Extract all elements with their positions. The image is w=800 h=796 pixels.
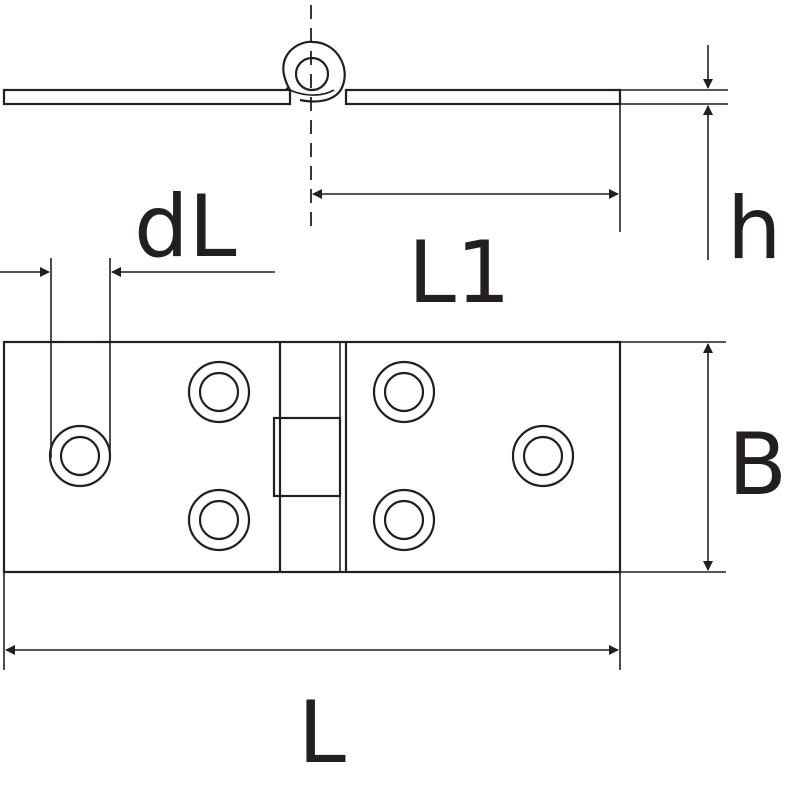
dimension-h: h	[620, 45, 782, 279]
screw-hole	[187, 360, 251, 424]
left-leaf-side	[2, 88, 292, 106]
plate-outline	[2, 340, 622, 574]
right-leaf-side	[344, 88, 622, 106]
screw-hole	[48, 424, 112, 488]
side-view	[2, 5, 622, 230]
screw-hole	[511, 424, 575, 488]
dimension-L: L	[3, 572, 621, 783]
screw-hole	[372, 488, 436, 552]
dimension-dL: dL	[0, 177, 275, 458]
knuckle-outer	[282, 40, 346, 103]
dimension-L1: L1	[312, 104, 621, 323]
knuckle-pin	[294, 56, 330, 92]
top-view	[2, 340, 622, 574]
label-h: h	[727, 179, 782, 279]
dimension-B: B	[620, 341, 787, 573]
label-dL: dL	[134, 177, 237, 277]
label-B: B	[728, 415, 787, 515]
knuckle-middle-segment	[272, 416, 342, 498]
knuckle-wrap	[285, 87, 335, 96]
label-L1: L1	[408, 223, 511, 323]
screw-hole	[372, 360, 436, 424]
screw-hole	[187, 488, 251, 552]
label-L: L	[298, 683, 346, 783]
